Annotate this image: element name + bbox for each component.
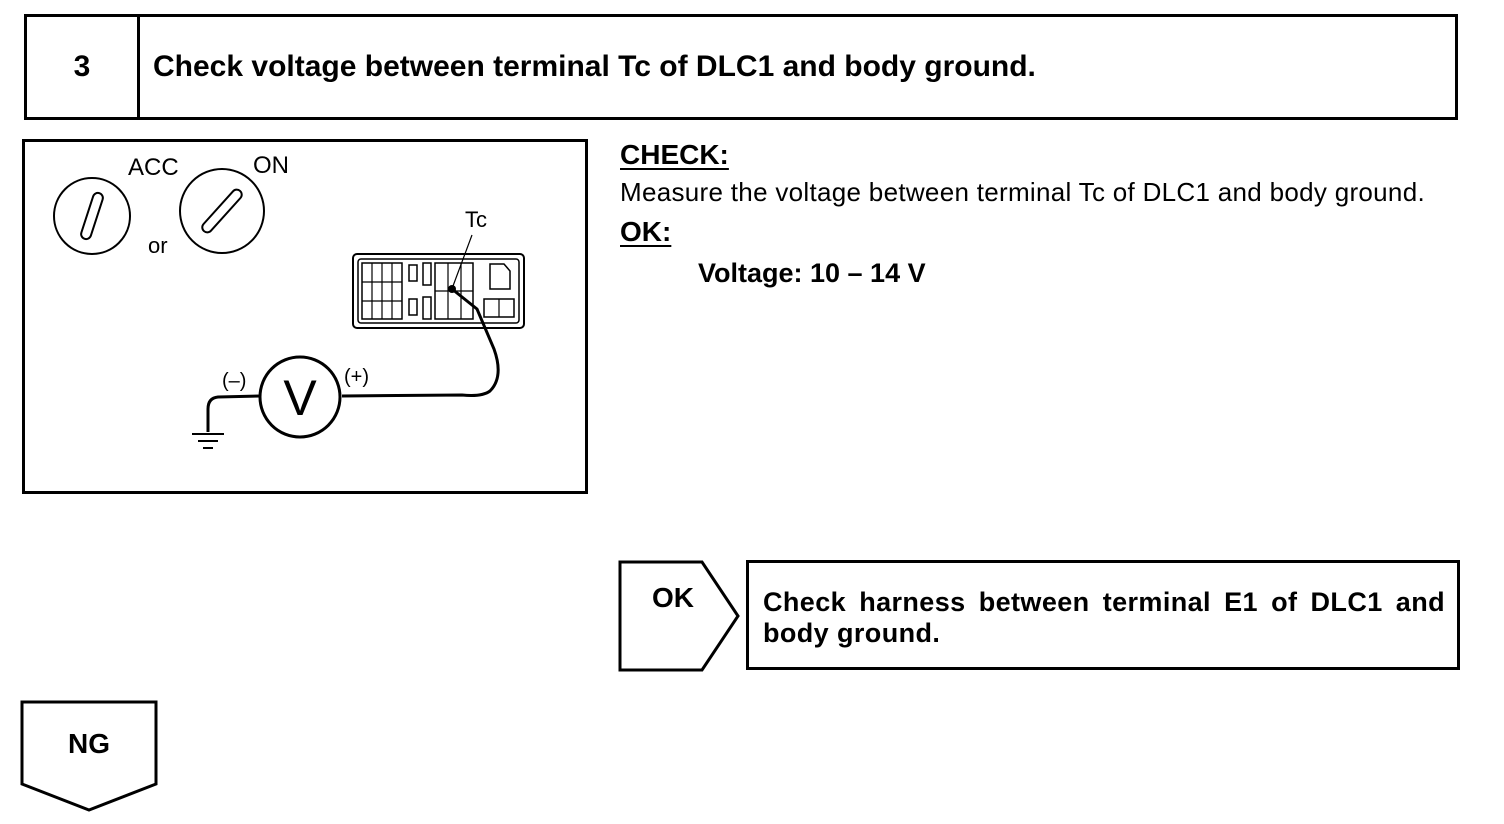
ng-arrow: NG	[20, 700, 162, 814]
ok-next-step-box: Check harness between terminal E1 of DLC…	[746, 560, 1460, 670]
check-text: Measure the voltage between terminal Tc …	[620, 177, 1425, 207]
ignition-switch-acc-icon	[53, 177, 131, 255]
label-plus: (+)	[344, 366, 369, 388]
dlc1-connector-icon	[352, 253, 525, 329]
voltmeter-symbol: V	[283, 370, 317, 426]
diagram-frame	[22, 139, 588, 494]
voltmeter-icon: V	[258, 355, 342, 439]
step-title: Check voltage between terminal Tc of DLC…	[153, 50, 1036, 83]
ok-label: OK	[652, 582, 694, 613]
positive-lead-wire	[341, 287, 500, 398]
ok-heading: OK:	[620, 216, 672, 247]
negative-lead-wire	[206, 394, 261, 432]
label-or: or	[148, 233, 168, 258]
ground-symbol-icon	[192, 433, 224, 449]
ok-arrow: OK	[618, 560, 742, 672]
step-number: 3	[27, 17, 140, 117]
check-block: CHECK: Measure the voltage between termi…	[620, 138, 1460, 291]
right-arrow-icon	[618, 560, 740, 672]
check-heading: CHECK:	[620, 139, 729, 170]
ng-label: NG	[68, 728, 110, 759]
label-on: ON	[253, 152, 289, 179]
spec-value: Voltage: 10 – 14 V	[698, 258, 926, 288]
label-acc: ACC	[128, 154, 179, 181]
label-tc: Tc	[465, 207, 487, 232]
wiring-diagram: ACC ON or Tc	[22, 139, 588, 494]
ignition-switch-on-icon	[179, 168, 265, 254]
down-arrow-icon	[20, 700, 158, 812]
label-minus: (–)	[222, 370, 246, 392]
step-header: 3 Check voltage between terminal Tc of D…	[24, 14, 1458, 120]
